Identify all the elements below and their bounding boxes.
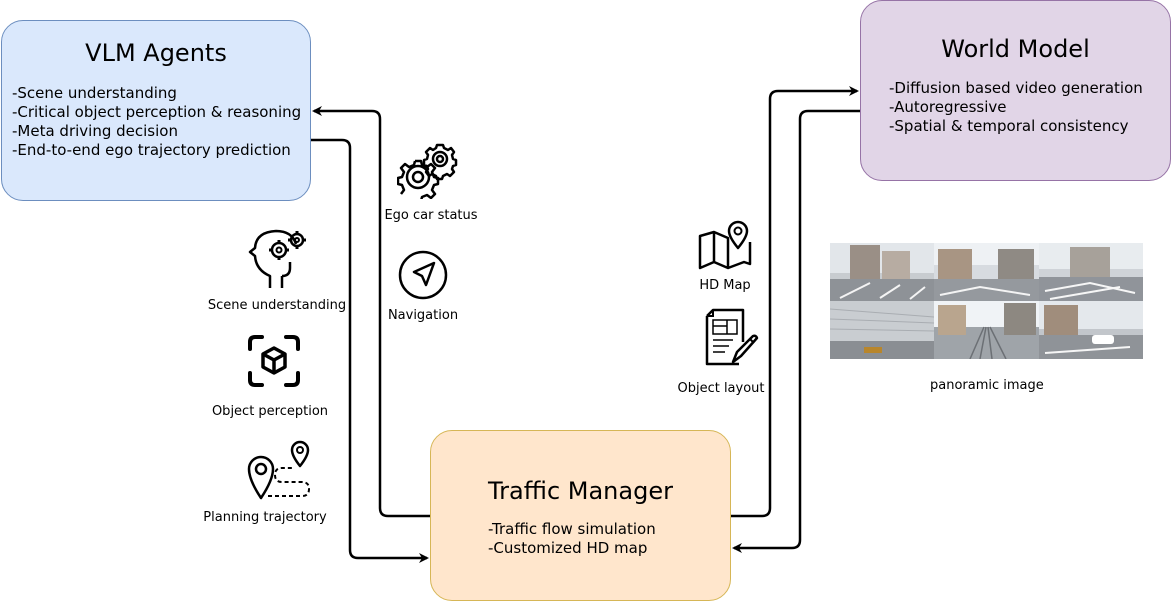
list-item: -Critical object perception & reasoning [12,103,302,121]
list-item: -Customized HD map [488,539,648,557]
panoramic-image-label: panoramic image [930,378,1044,393]
world-model-list: -Diffusion based video generation -Autor… [889,79,1143,136]
document-pencil-icon [705,308,759,366]
list-item: -Meta driving decision [12,122,178,140]
arrow-traffic-to-vlm [312,106,430,518]
vlm-agents-title: VLM Agents [85,39,227,67]
traffic-manager-title: Traffic Manager [488,477,673,505]
world-model-title: World Model [941,35,1090,63]
list-item: -Spatial & temporal consistency [889,117,1129,135]
object-layout-label: Object layout [677,381,765,396]
list-item: -End-to-end ego trajectory prediction [12,141,291,159]
scene-understanding-label: Scene understanding [207,298,347,313]
vlm-agents-list: -Scene understanding -Critical object pe… [12,84,301,160]
navigation-label: Navigation [387,308,459,323]
traffic-manager-list: -Traffic flow simulation -Customized HD … [488,520,656,558]
traffic-manager-box: Traffic Manager -Traffic flow simulation… [430,430,731,601]
list-item: -Autoregressive [889,98,1007,116]
list-item: -Scene understanding [12,84,177,102]
head-gears-icon [248,229,306,288]
arrow-vlm-to-traffic [311,138,429,563]
route-pins-icon [247,440,311,500]
object-perception-label: Object perception [211,404,329,419]
cube-scan-icon [248,335,300,387]
list-item: -Traffic flow simulation [488,520,656,538]
list-item: -Diffusion based video generation [889,79,1143,97]
arrow-world-to-traffic [732,109,860,553]
world-model-box: World Model -Diffusion based video gener… [860,0,1171,181]
ego-car-status-label: Ego car status [384,208,478,223]
navigation-arrow-icon [398,250,448,300]
arrow-traffic-to-world [731,86,859,518]
vlm-agents-box: VLM Agents -Scene understanding -Critica… [1,20,311,201]
gears-icon [397,143,458,199]
planning-trajectory-label: Planning trajectory [203,510,327,525]
panoramic-image [830,243,1143,359]
map-pin-icon [698,220,752,270]
hd-map-label: HD Map [699,278,751,293]
